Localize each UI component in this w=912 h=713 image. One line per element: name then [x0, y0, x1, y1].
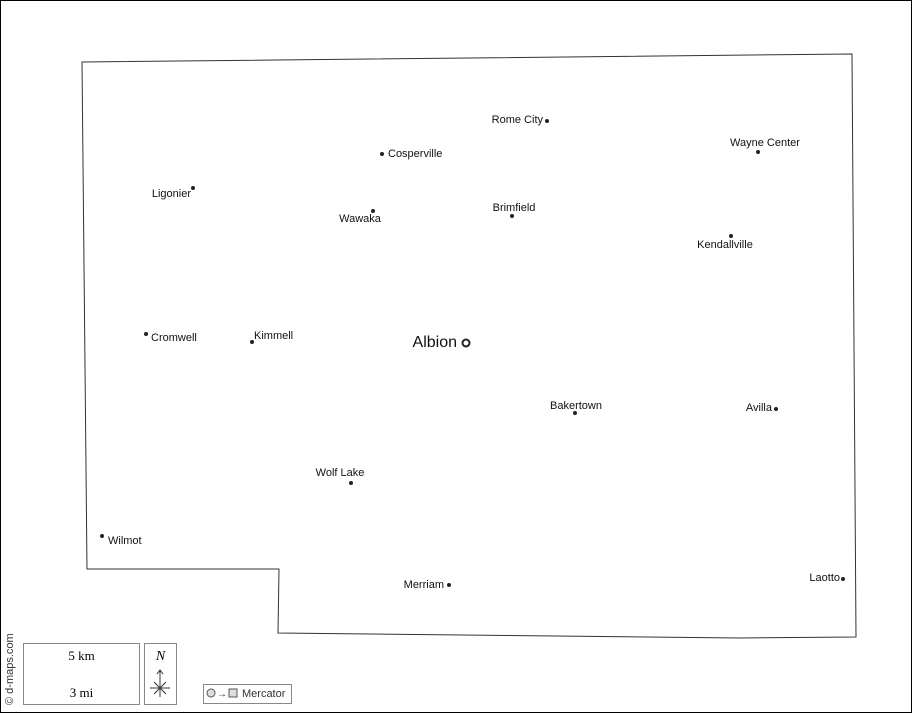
town-label: Bakertown — [550, 400, 602, 412]
town-dot — [510, 214, 514, 218]
capital-label: Albion — [412, 334, 457, 351]
scale-km-label: 5 km — [68, 648, 95, 663]
town-dot — [447, 583, 451, 587]
town-dot — [841, 577, 845, 581]
town-dot — [349, 481, 353, 485]
town-label: Wawaka — [339, 213, 381, 225]
town-dot — [250, 340, 254, 344]
town-label: Wilmot — [108, 535, 142, 547]
town-dot — [100, 534, 104, 538]
town-dot — [371, 209, 375, 213]
town-label: Wayne Center — [730, 137, 800, 149]
town-label: Cromwell — [151, 332, 197, 344]
town-label: Kendallville — [697, 239, 753, 251]
town-dot — [729, 234, 733, 238]
town-label: Merriam — [403, 579, 444, 591]
capital-marker — [461, 338, 471, 348]
town-dot — [144, 332, 148, 336]
scale-mi-label: 3 mi — [69, 685, 94, 700]
town-label: Rome City — [491, 114, 543, 126]
town-dots — [100, 119, 845, 587]
county-boundary — [81, 53, 857, 639]
town-label: Ligonier — [151, 188, 191, 200]
svg-text:→: → — [217, 689, 227, 700]
projection-icon: → — [206, 688, 238, 700]
town-label: Wolf Lake — [315, 467, 365, 479]
town-dot — [774, 407, 778, 411]
town-dot — [756, 150, 760, 154]
scale-box: 5 km 3 mi — [23, 643, 140, 705]
town-label: Laotto — [809, 572, 840, 584]
town-label: Cosperville — [388, 148, 443, 160]
compass-box: N — [144, 643, 177, 705]
town-dot — [573, 411, 577, 415]
compass-arrow-icon — [150, 669, 170, 697]
town-label: Avilla — [745, 402, 772, 414]
town-label: Brimfield — [492, 202, 536, 214]
town-dot — [191, 186, 195, 190]
projection-box: Mercator — [203, 684, 292, 704]
town-dot — [380, 152, 384, 156]
town-label: Kimmell — [254, 330, 294, 342]
projection-label: Mercator — [242, 688, 286, 700]
north-label: N — [155, 649, 166, 664]
credit-text: © d-maps.com — [4, 633, 16, 705]
town-dot — [545, 119, 549, 123]
